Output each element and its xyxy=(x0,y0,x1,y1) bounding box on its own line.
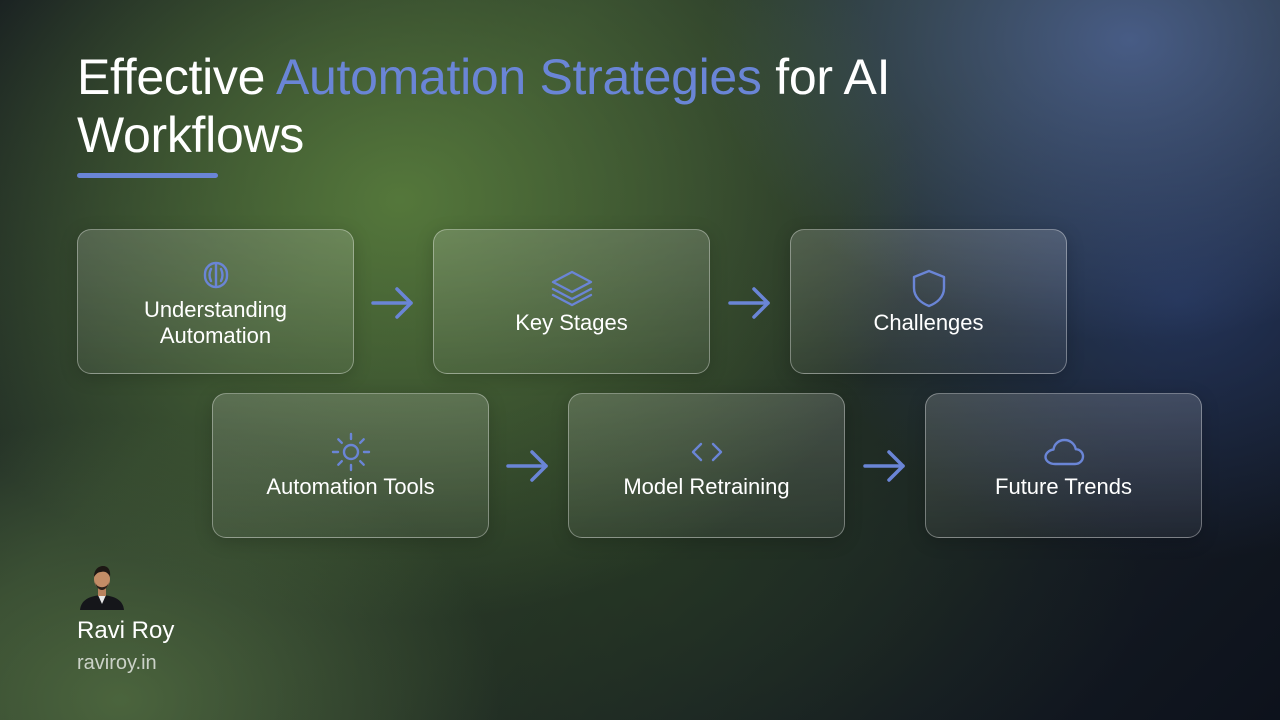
arrow-right-icon xyxy=(504,446,552,486)
arrow-right-icon xyxy=(726,283,774,323)
step-card-automation-tools: Automation Tools xyxy=(212,393,489,538)
avatar xyxy=(79,562,125,610)
title-part-1: Effective xyxy=(77,49,276,105)
sun-icon xyxy=(329,432,373,472)
title-underline xyxy=(77,173,218,178)
brain-icon xyxy=(194,255,238,295)
step-card-challenges: Challenges xyxy=(790,229,1067,374)
step-label: Challenges xyxy=(873,309,984,335)
title-accent: Automation Strategies xyxy=(275,49,762,105)
step-card-understanding-automation: Understanding Automation xyxy=(77,229,354,374)
arrow-right-icon xyxy=(861,446,909,486)
step-label: Understanding Automation xyxy=(143,296,288,348)
author-website[interactable]: raviroy.in xyxy=(77,652,157,674)
arrow-right-icon xyxy=(369,283,417,323)
cloud-icon xyxy=(1042,432,1086,472)
step-label: Automation Tools xyxy=(266,473,435,499)
slide-title: Effective Automation Strategies for AI W… xyxy=(77,48,1077,164)
layers-icon xyxy=(550,268,594,308)
step-card-future-trends: Future Trends xyxy=(925,393,1202,538)
code-icon xyxy=(685,432,729,472)
step-card-model-retraining: Model Retraining xyxy=(568,393,845,538)
shield-icon xyxy=(907,268,951,308)
step-card-key-stages: Key Stages xyxy=(433,229,710,374)
step-label: Future Trends xyxy=(995,473,1132,499)
author-name: Ravi Roy xyxy=(77,617,175,644)
step-label: Key Stages xyxy=(515,309,628,335)
title-part-2: for AI Workflows xyxy=(77,49,891,163)
step-label: Model Retraining xyxy=(623,473,790,499)
